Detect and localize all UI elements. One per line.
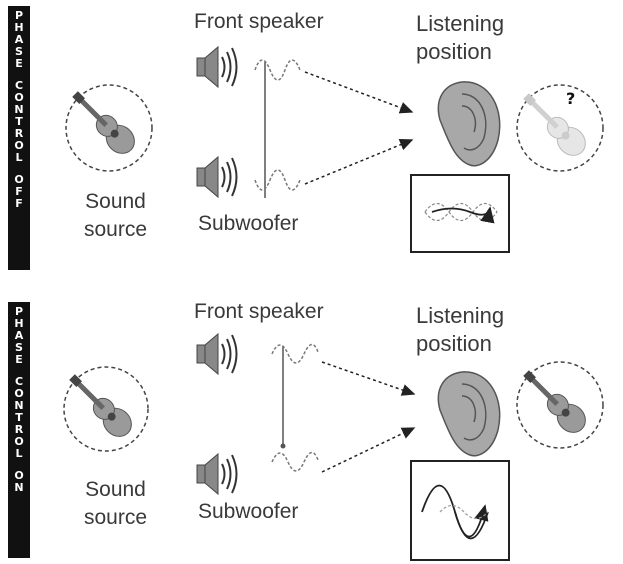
source-line-2: source [84,506,148,529]
phase-off-diagram: ? [65,45,604,253]
subwoofer-speaker-icon [196,155,238,199]
side-title-letter: O [14,387,24,400]
side-title-letter: N [14,103,24,116]
side-title-letter: F [15,185,23,198]
subwoofer-speaker-icon [196,452,238,496]
listening-line-1: Listening [416,303,505,328]
side-title-letter: H [14,317,24,330]
front-speaker-icon [196,332,238,376]
side-title-on: P H A S E C O N T R O L O N [8,302,30,558]
listening-position-label: Listening position [416,10,504,66]
side-title-letter: O [14,139,24,152]
side-title-letter: S [15,341,23,354]
waveform-box-icon [410,460,510,561]
phase-control-off-panel: P H A S E C O N T R O L O F F [0,0,623,280]
sound-source-label: Sound source [84,188,147,244]
side-title-off: P H A S E C O N T R O L O F F [8,6,30,270]
front-speaker-icon [196,45,238,89]
side-title-letter: R [14,423,24,436]
front-arrow-icon [304,71,414,114]
listening-line-2: position [416,39,492,64]
listening-position-label: Listening position [416,302,504,358]
phase-link-dot [280,443,286,449]
sound-source-label: Sound source [84,476,147,532]
question-mark-icon: ? [566,89,575,108]
source-line-1: Sound [85,190,146,213]
phase-on-diagram [63,332,604,561]
side-title-letter: O [14,173,24,186]
side-title-letter: O [14,435,24,448]
sound-source-guitar-icon [65,84,153,172]
ear-icon [437,81,501,167]
source-line-2: source [84,218,148,241]
subwoofer-label: Subwoofer [198,212,299,235]
side-title-letter: L [15,447,23,460]
side-title-letter: A [14,329,24,342]
side-title-letter: N [14,481,24,494]
source-line-1: Sound [85,478,146,501]
phase-control-on-panel: P H A S E C O N T R O L O N [0,294,623,564]
side-title-letter: P [14,9,24,22]
side-title-letter: C [14,375,24,388]
side-title-letter: T [15,411,23,424]
side-title-letter: L [15,151,23,164]
side-title-letter: F [15,197,23,210]
side-title-letter: A [14,33,24,46]
waveform-box-icon [410,174,510,253]
side-title-letter: O [14,91,24,104]
front-sine-wave-icon [271,343,319,364]
side-title-letter: T [15,115,23,128]
side-title-letter: E [15,57,23,70]
front-arrow-icon [321,361,416,396]
front-speaker-label: Front speaker [194,300,324,323]
front-sine-wave-icon [254,59,301,81]
sub-arrow-icon [321,427,416,473]
side-title-letter: N [14,399,24,412]
side-title-letter: H [14,21,24,34]
sub-sine-wave-icon [271,451,319,472]
front-speaker-label: Front speaker [194,10,324,33]
side-title-letter: O [14,469,24,482]
side-title-letter: S [15,45,23,58]
side-title-letter: R [14,127,24,140]
perceived-guitar-icon: ? [516,84,604,172]
side-title-letter: C [14,79,24,92]
subwoofer-label: Subwoofer [198,500,299,523]
sub-sine-wave-icon [254,169,301,191]
sound-source-guitar-icon [63,366,149,452]
side-title-letter: E [15,353,23,366]
listening-line-1: Listening [416,11,505,36]
perceived-guitar-icon [516,361,604,449]
listening-line-2: position [416,331,492,356]
side-title-letter: P [14,305,24,318]
ear-icon [437,371,501,457]
sub-arrow-icon [304,139,414,185]
